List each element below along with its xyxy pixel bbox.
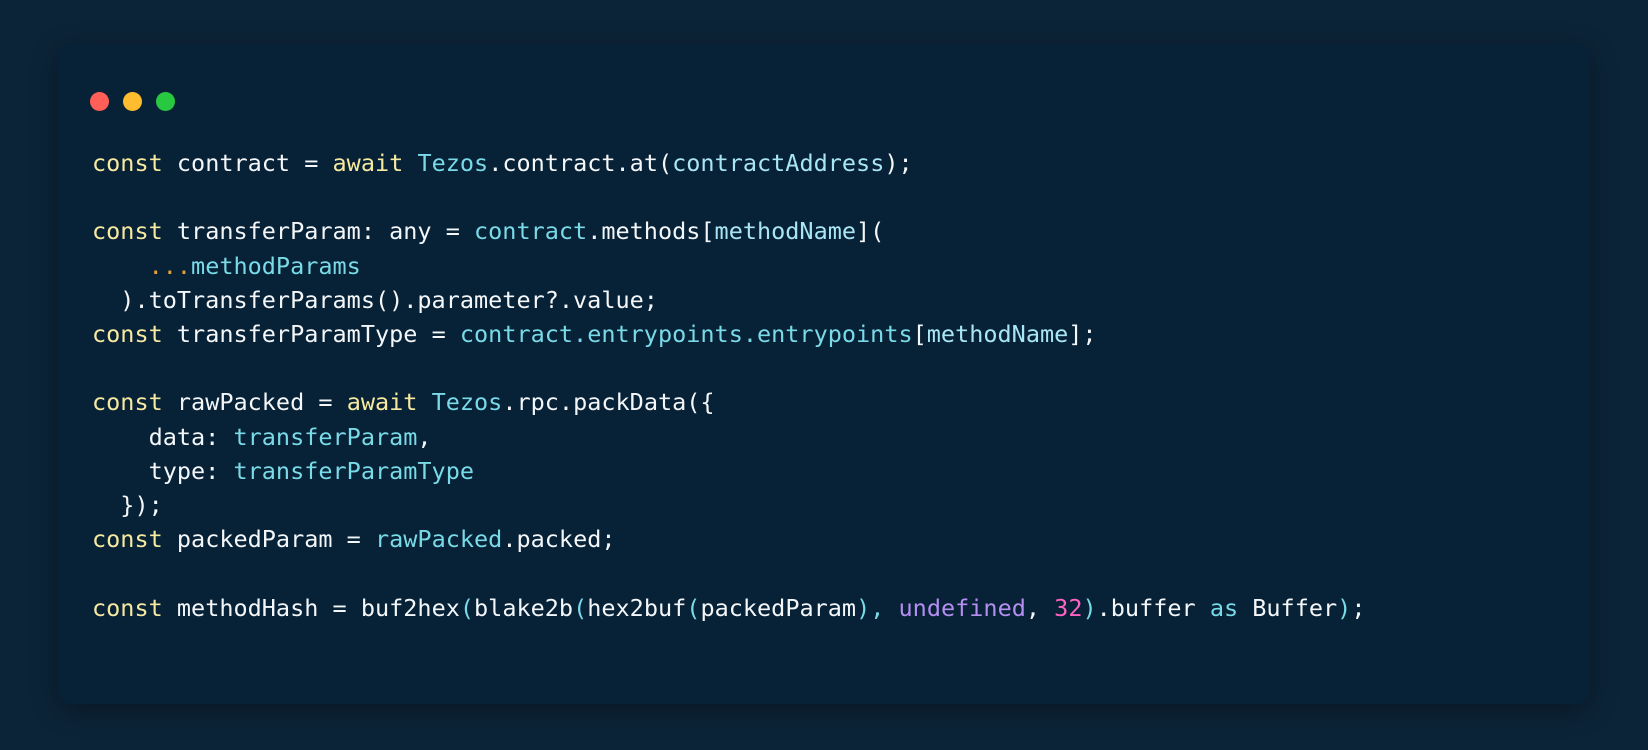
code-token: data: (92, 422, 234, 451)
code-block[interactable]: const contract = await Tezos.contract.at… (58, 116, 1590, 625)
code-token: Buffer (1238, 593, 1338, 622)
code-token: ]( (856, 217, 885, 246)
close-dot[interactable] (90, 91, 109, 111)
code-token: await (332, 149, 404, 177)
code-token: methodName (714, 217, 857, 246)
code-token: methodParams (191, 251, 361, 280)
code-token: blake2b (474, 593, 574, 622)
code-token: ; (1351, 593, 1366, 622)
code-token: ... (148, 251, 192, 280)
code-line: const transferParam: any = contract.meth… (92, 214, 1556, 248)
code-token: }); (92, 491, 163, 520)
code-line: const transferParamType = contract.entry… (92, 317, 1556, 351)
code-token: const (92, 525, 163, 554)
code-token: transferParam (233, 422, 418, 451)
maximize-dot[interactable] (156, 91, 175, 111)
code-token: ]; (1068, 320, 1097, 349)
code-token: await (346, 388, 418, 417)
window-titlebar (58, 72, 1590, 116)
code-token (92, 252, 149, 280)
code-token: Tezos (417, 149, 489, 177)
code-token: ( (686, 593, 701, 622)
code-token: const (92, 320, 163, 349)
code-line: data: transferParam, (92, 420, 1556, 454)
code-token: = (304, 149, 333, 177)
code-token: transferParamType = (162, 320, 460, 349)
code-blank-line (92, 180, 1556, 214)
code-line: }); (92, 488, 1556, 522)
code-token: ) (1082, 593, 1097, 622)
code-token: ).toTransferParams().parameter?.value; (92, 285, 658, 314)
code-line: ).toTransferParams().parameter?.value; (92, 283, 1556, 317)
code-token: , (1025, 593, 1055, 622)
code-line: type: transferParamType (92, 454, 1556, 488)
code-token: .packed; (502, 525, 616, 554)
code-token: ); (884, 149, 913, 177)
code-token: ) (1337, 593, 1352, 622)
code-blank-line (92, 556, 1556, 590)
code-token: methodHash = (162, 593, 361, 622)
code-line: const methodHash = buf2hex(blake2b(hex2b… (92, 591, 1556, 625)
code-token: as (1209, 593, 1239, 622)
code-token (417, 388, 431, 416)
code-window-card: const contract = await Tezos.contract.at… (58, 44, 1590, 704)
code-token: contract.entrypoints.entrypoints (459, 320, 913, 349)
code-token: methodName (926, 320, 1069, 349)
code-token: [ (912, 320, 927, 349)
code-token: .rpc.packData({ (502, 388, 715, 417)
code-token: rawPacked (374, 525, 503, 554)
code-token: contract (162, 149, 305, 177)
minimize-dot[interactable] (123, 91, 142, 111)
code-token: .contract.at( (488, 149, 673, 177)
code-token: transferParam: any = (162, 217, 475, 246)
code-token (403, 149, 417, 177)
code-token: const (92, 149, 163, 177)
code-token: ), (856, 593, 899, 622)
code-token: .buffer (1096, 593, 1210, 622)
code-token: transferParamType (233, 456, 475, 485)
code-token: packedParam = (162, 525, 375, 554)
code-token: undefined (898, 593, 1026, 622)
code-token: packedParam (700, 593, 857, 622)
code-token: hex2buf (587, 593, 687, 622)
code-blank-line (92, 351, 1556, 385)
code-token: contract (474, 217, 588, 246)
code-token: rawPacked = (162, 388, 347, 417)
code-token: , (417, 422, 432, 451)
code-line: const rawPacked = await Tezos.rpc.packDa… (92, 385, 1556, 419)
code-line: ...methodParams (92, 249, 1556, 283)
code-token: contractAddress (672, 149, 885, 177)
code-line: const packedParam = rawPacked.packed; (92, 522, 1556, 556)
code-token: const (92, 217, 163, 246)
code-token: buf2hex (360, 593, 460, 622)
code-token: const (92, 388, 163, 417)
code-token: Tezos (431, 388, 503, 417)
code-token: ( (459, 593, 475, 622)
code-token: type: (92, 456, 234, 485)
code-token: const (92, 593, 163, 622)
code-token: .methods[ (587, 217, 715, 246)
code-token: ( (573, 593, 588, 622)
code-token: 32 (1054, 593, 1083, 622)
code-line: const contract = await Tezos.contract.at… (92, 146, 1556, 180)
